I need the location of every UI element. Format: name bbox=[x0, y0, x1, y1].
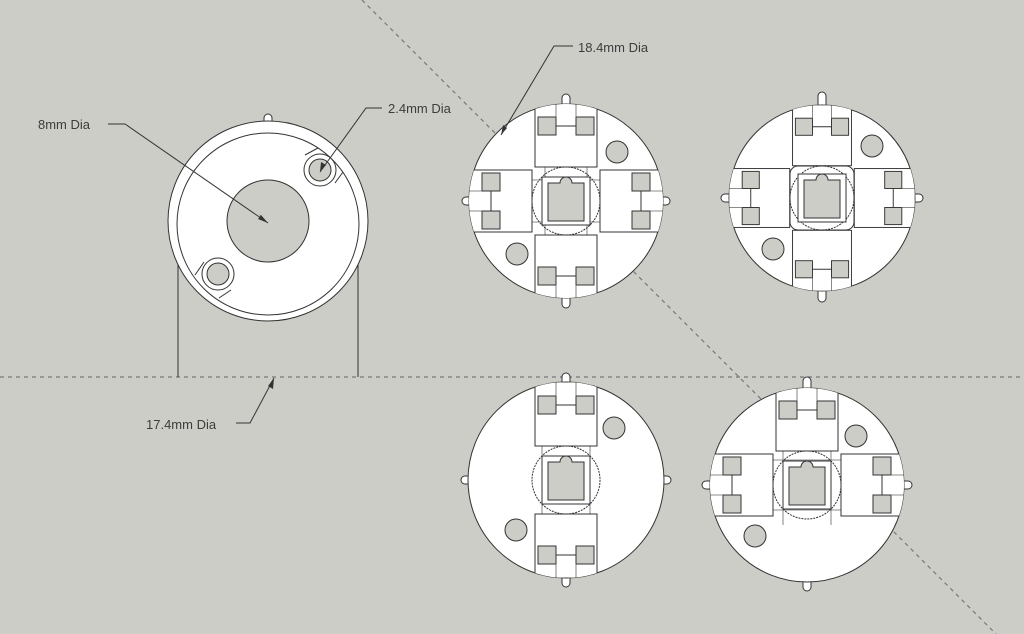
mount-hole bbox=[505, 242, 529, 266]
led-board-bottom-right bbox=[701, 376, 913, 592]
mount-hole bbox=[844, 424, 868, 448]
mount-hole bbox=[602, 416, 626, 440]
label-18.4mm-dia: 18.4mm Dia bbox=[578, 40, 649, 55]
mount-hole bbox=[860, 134, 884, 158]
mount-hole bbox=[504, 518, 528, 542]
mount-hole bbox=[308, 158, 332, 182]
label-2.4mm-dia: 2.4mm Dia bbox=[388, 101, 452, 116]
spacer-ring-part bbox=[167, 113, 369, 377]
leader-8mm bbox=[108, 123, 269, 224]
mount-hole bbox=[605, 140, 629, 164]
label-17.4mm-dia: 17.4mm Dia bbox=[146, 417, 217, 432]
leader-17.4mm bbox=[236, 377, 275, 424]
leader-18.4mm bbox=[500, 45, 573, 136]
leader-2.4mm bbox=[319, 107, 382, 173]
led-board-top-left bbox=[461, 93, 671, 309]
mount-hole bbox=[743, 524, 767, 548]
mount-hole bbox=[206, 262, 230, 286]
mount-hole bbox=[761, 237, 785, 261]
led-board-bottom-left bbox=[460, 372, 672, 588]
led-board-top-right bbox=[720, 91, 924, 303]
label-8mm-dia: 8mm Dia bbox=[38, 117, 91, 132]
diagonal-guide-line bbox=[361, 0, 997, 634]
center-hole bbox=[226, 179, 310, 263]
